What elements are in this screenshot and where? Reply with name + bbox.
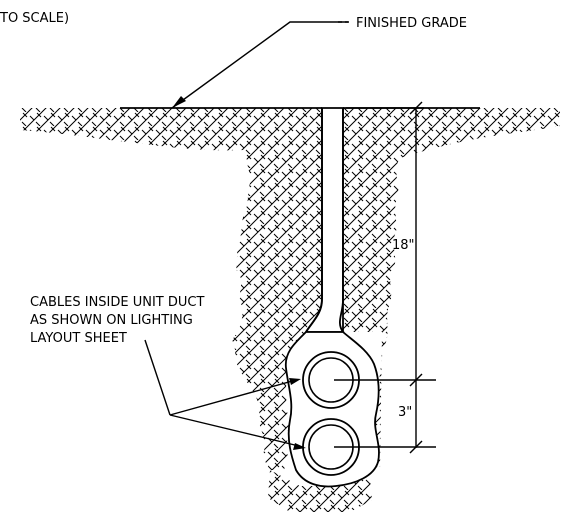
scale-note: TO SCALE) bbox=[0, 11, 69, 26]
cables-label-line2: AS SHOWN ON LIGHTING bbox=[30, 313, 193, 328]
cables-arrow-upper bbox=[289, 378, 301, 385]
trench-left-wall bbox=[305, 108, 323, 333]
finished-grade-label: FINISHED GRADE bbox=[356, 16, 467, 31]
cables-arrow-lower bbox=[293, 443, 306, 450]
dim-tick-lower bbox=[409, 440, 423, 454]
cables-leader-upper bbox=[169, 379, 297, 416]
soil-bottom-region bbox=[268, 470, 372, 512]
cables-label-line3: LAYOUT SHEET bbox=[30, 331, 127, 346]
dim-tick-upper bbox=[409, 373, 423, 387]
spacing-dimension-label: 3" bbox=[398, 405, 412, 420]
soil-right-region bbox=[343, 108, 560, 470]
cables-leader-lower bbox=[169, 414, 304, 448]
dim-tick-grade bbox=[409, 101, 423, 115]
finished-grade-leader bbox=[171, 21, 348, 109]
cables-label-line1: CABLES INSIDE UNIT DUCT bbox=[30, 295, 204, 310]
finished-grade-arrowhead bbox=[172, 96, 186, 108]
cables-leader-base bbox=[144, 339, 171, 416]
depth-dimension-label: 18" bbox=[392, 238, 415, 253]
soil-left-region bbox=[20, 108, 322, 470]
